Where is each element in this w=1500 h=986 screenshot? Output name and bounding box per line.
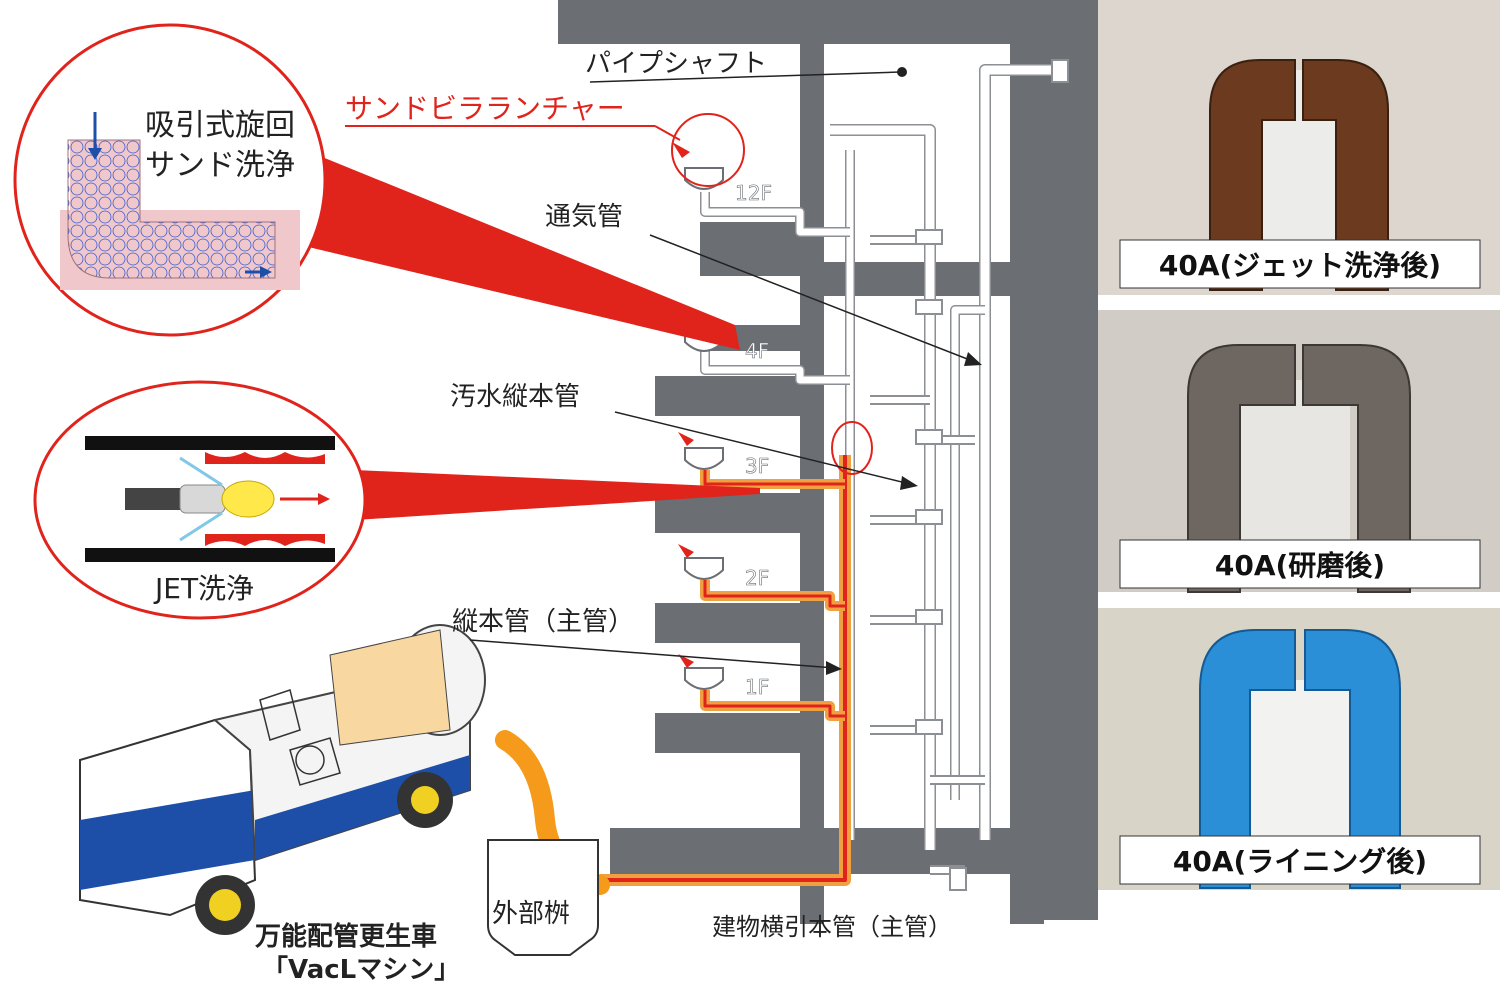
floor-labels: 12F 4F 3F 2F 1F (735, 181, 773, 700)
floor-label-2f: 2F (745, 566, 769, 590)
vent-pipe-label: 通気管 (545, 202, 623, 232)
vent-pipe-leader (649, 234, 976, 363)
photo-caption-polish: 40A(研磨後) (1215, 549, 1385, 582)
fixture-2f (684, 557, 724, 580)
fixture-sprays (672, 142, 694, 668)
sand-wash-title-1: 吸引式旋回 (145, 108, 295, 143)
sewage-stack-leader (614, 411, 911, 485)
photo-panel-3: 40A(ライニング後) (1098, 608, 1500, 890)
pipe-shaft-leader (589, 71, 901, 83)
sand-wash-beam (300, 150, 740, 350)
floor-slab-2f (655, 603, 800, 643)
photo-caption-jet: 40A(ジェット洗浄後) (1159, 249, 1441, 282)
main-stack-leader (469, 639, 836, 669)
fixture-3f (684, 447, 724, 470)
ground-slab-left (610, 828, 800, 874)
floor-label-12f: 12F (735, 181, 772, 205)
main-stack-label: 縦本管（主管） (452, 607, 634, 637)
floor-slab-3f (655, 493, 800, 533)
horizontal-main-label: 建物横引本管（主管） (712, 913, 952, 941)
stack-highlight-circle (831, 421, 873, 475)
launcher-highlight-circle (671, 113, 745, 187)
jet-wash-detail: JET洗浄 (33, 380, 367, 620)
photo-panel-2: 40A(研磨後) (1098, 310, 1500, 593)
floor-label-3f: 3F (745, 454, 769, 478)
floor-label-4f: 4F (745, 339, 769, 363)
callouts: パイプシャフト サンドビラランチャー 通気管 汚水縦本管 縦本管（主管） 建物横… (345, 49, 982, 941)
floor-slab-12f (700, 222, 800, 276)
photo-panel-1: 40A(ジェット洗浄後) (1098, 0, 1500, 295)
mid-shaft-wall (1010, 44, 1044, 924)
building-structure (558, 0, 1098, 924)
vacl-machine-truck: 万能配管更生車 「VacLマシン」 (79, 624, 486, 985)
jet-wash-title: JET洗浄 (153, 572, 254, 605)
lined-drain-pipes (600, 455, 851, 886)
vehicle-name-line2: 「VacLマシン」 (262, 954, 460, 985)
floor-label-1f: 1F (745, 675, 769, 699)
vehicle-name-line1: 万能配管更生車 (255, 921, 437, 952)
outside-pit-label: 外部桝 (492, 899, 570, 929)
sewage-stack-label: 汚水縦本管 (450, 382, 580, 412)
photo-caption-lining: 40A(ライニング後) (1173, 845, 1427, 878)
roof-slab (558, 0, 1098, 44)
sand-wash-detail: 吸引式旋回 サンド洗浄 (13, 23, 327, 337)
floor-slab-4f (655, 376, 800, 416)
floor-slab-1f (655, 713, 800, 753)
pipe-shaft-label: パイプシャフト (585, 49, 767, 79)
sand-launcher-label: サンドビラランチャー (345, 92, 625, 125)
right-wall (1044, 40, 1098, 920)
fixture-1f (684, 667, 724, 690)
pipe-fittings (915, 59, 1069, 891)
outside-pit (487, 839, 599, 956)
sand-wash-title-2: サンド洗浄 (145, 148, 295, 183)
jet-wash-beam (355, 470, 760, 520)
